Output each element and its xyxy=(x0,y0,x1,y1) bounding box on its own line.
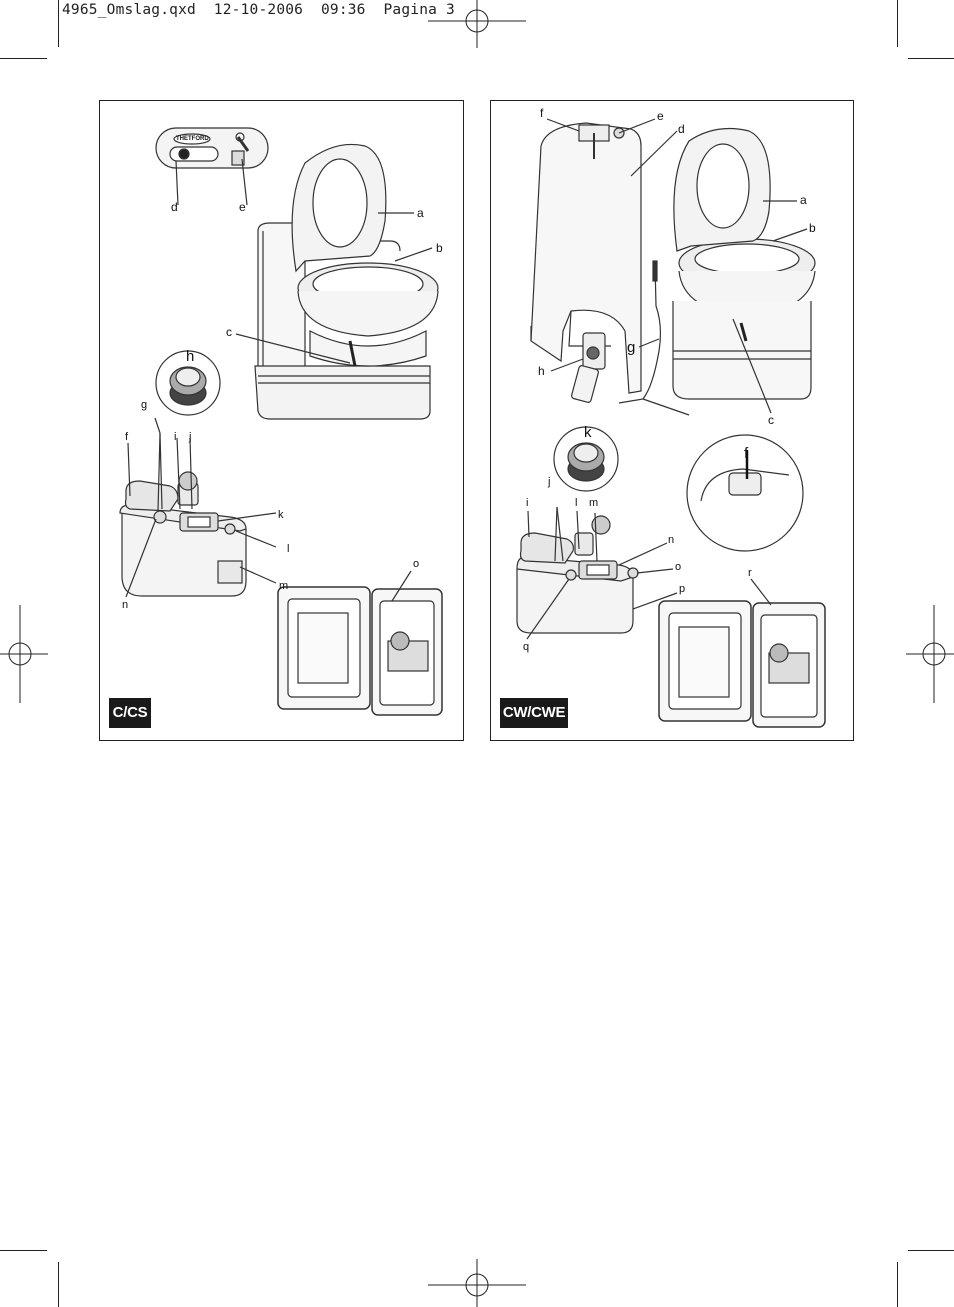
callout-c: c xyxy=(226,325,232,339)
callout-p: p xyxy=(679,583,686,595)
callout-b: b xyxy=(809,221,816,235)
callout-n: n xyxy=(668,534,675,546)
brand-mark-thetford: THETFORD xyxy=(176,136,209,142)
panel-c-cs: THETFORD a b c d e h g f i j k l m n o C… xyxy=(99,100,464,741)
callout-g: g xyxy=(141,399,148,411)
detail-callout-f: f xyxy=(744,445,749,462)
callout-i: i xyxy=(174,431,177,443)
registration-mark-right xyxy=(906,605,954,703)
callout-f: f xyxy=(540,106,544,120)
callout-a: a xyxy=(800,193,807,207)
panel-cw-cwe: f e d a b g h c k f j i l m n o r p q CW… xyxy=(490,100,854,741)
callout-o: o xyxy=(413,558,420,570)
registration-mark-bottom xyxy=(428,1259,526,1307)
registration-mark-left xyxy=(0,605,48,703)
toilet-cw-cwe-illustration xyxy=(516,118,826,728)
callout-r: r xyxy=(748,567,752,579)
callout-m: m xyxy=(279,580,289,592)
callout-i: i xyxy=(526,497,529,509)
callout-m: m xyxy=(589,497,599,509)
callout-e: e xyxy=(239,200,246,214)
callout-k: k xyxy=(278,509,284,521)
callout-n: n xyxy=(122,599,129,611)
model-badge-cw-cwe: CW/CWE xyxy=(500,698,568,728)
callout-h: h xyxy=(186,348,195,365)
callout-l: l xyxy=(287,543,290,555)
registration-mark-top xyxy=(428,0,526,48)
callout-o: o xyxy=(675,561,682,573)
callout-b: b xyxy=(436,241,443,255)
toilet-c-cs-illustration xyxy=(119,127,443,716)
callout-g: g xyxy=(627,339,636,356)
callout-a: a xyxy=(417,206,424,220)
callout-k: k xyxy=(584,424,592,441)
slug-line: 4965_Omslag.qxd 12-10-2006 09:36 Pagina … xyxy=(62,2,455,18)
callout-d: d xyxy=(171,200,178,214)
callout-h: h xyxy=(538,364,545,378)
callout-c: c xyxy=(768,413,774,427)
callout-q: q xyxy=(523,641,530,653)
callout-j: j xyxy=(189,431,192,443)
callout-f: f xyxy=(125,431,129,443)
callout-e: e xyxy=(657,109,664,123)
callout-l: l xyxy=(575,497,578,509)
callout-j: j xyxy=(548,476,551,488)
callout-d: d xyxy=(678,122,685,136)
model-badge-c-cs: C/CS xyxy=(109,698,151,728)
